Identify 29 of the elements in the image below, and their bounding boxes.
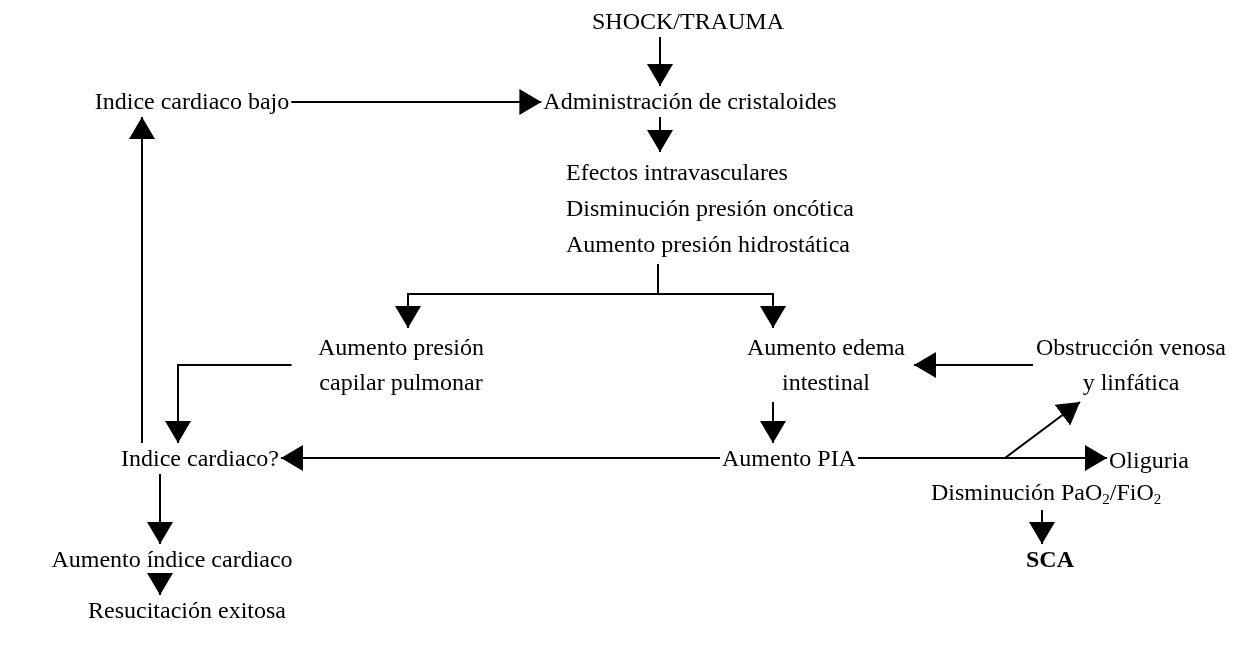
flow-text: Indice cardiaco bajo <box>94 88 290 115</box>
arrow <box>129 116 155 444</box>
flow-text: Aumento presión capilar pulmonar <box>293 330 509 400</box>
arrow <box>1029 509 1055 545</box>
arrow <box>913 352 1034 378</box>
flow-text: Aumento PIA <box>722 445 856 472</box>
flow-text: SHOCK/TRAUMA <box>592 8 784 35</box>
flow-text: Oliguria <box>1109 446 1189 475</box>
arrow <box>290 89 543 115</box>
flow-text: Disminución presión oncótica <box>566 194 854 223</box>
flow-text: Efectos intravasculares <box>566 158 789 187</box>
flow-text: Administración de cristaloides <box>543 88 837 115</box>
arrow <box>147 573 173 596</box>
arrow <box>857 401 1081 459</box>
arrow <box>760 401 786 444</box>
arrow <box>279 445 721 471</box>
arrow <box>647 36 673 87</box>
arrow <box>147 473 173 545</box>
arrow <box>657 263 786 329</box>
flow-text: Disminución PaO$_{2}$/FiO$_{2}$ <box>931 478 1163 508</box>
flow-text: Resucitación exitosa <box>88 597 286 624</box>
flow-text: Aumento edema intestinal <box>740 330 912 400</box>
arrow <box>647 116 673 153</box>
flow-text: Indice cardiaco? <box>121 445 279 472</box>
flow-text: Aumento presión hidrostática <box>566 230 851 259</box>
flow-text: Obstrucción venosa y linfática <box>1035 330 1227 400</box>
arrow <box>165 364 293 444</box>
flow-text: Aumento índice cardiaco <box>51 546 293 573</box>
flow-text: SCA <box>1026 546 1074 573</box>
